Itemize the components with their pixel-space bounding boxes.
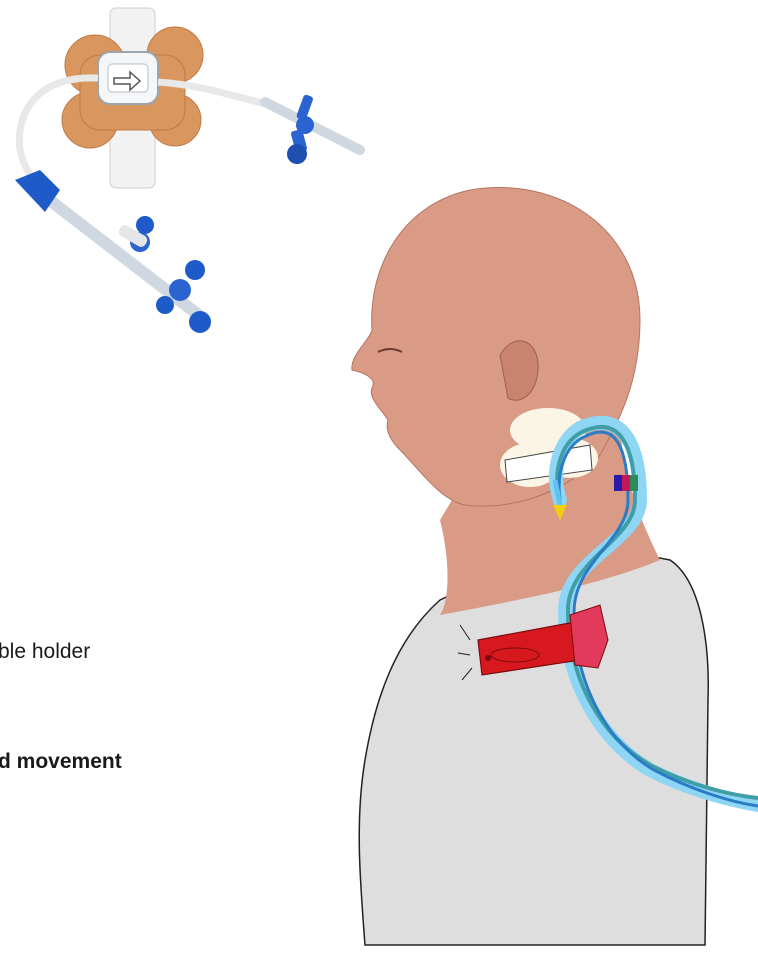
color-clamp	[614, 475, 638, 491]
shirt	[359, 554, 708, 945]
